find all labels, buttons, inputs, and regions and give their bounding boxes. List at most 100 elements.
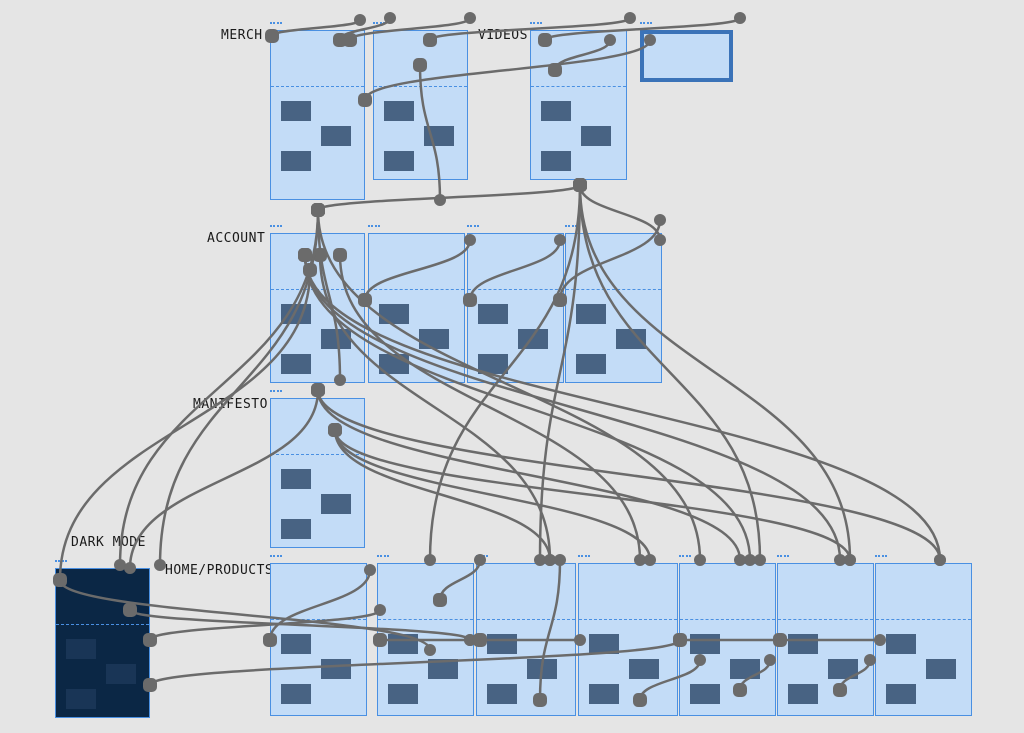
connection-endpoint[interactable] [734,554,746,566]
connection-line[interactable] [418,64,442,201]
connection-line[interactable] [148,608,382,642]
hotspot-origin[interactable] [433,593,447,607]
connection-line[interactable] [578,184,662,241]
screen-frame[interactable] [270,30,365,200]
connection-endpoint[interactable] [874,634,886,646]
hotspot-origin[interactable] [143,633,157,647]
frame-handle[interactable] [679,555,691,560]
connection-line[interactable] [543,16,742,42]
connection-line[interactable] [268,569,372,641]
hotspot-origin[interactable] [833,683,847,697]
connection-endpoint[interactable] [354,14,366,26]
connection-line[interactable] [128,389,320,569]
hotspot-origin[interactable] [673,633,687,647]
connection-endpoint[interactable] [554,234,566,246]
connection-endpoint[interactable] [434,194,446,206]
hotspot-origin[interactable] [548,63,562,77]
connection-endpoint[interactable] [694,654,706,666]
connection-line[interactable] [538,559,562,701]
connection-line[interactable] [578,184,852,561]
hotspot-origin[interactable] [463,293,477,307]
connection-line[interactable] [58,579,432,651]
connection-endpoint[interactable] [644,34,656,46]
frame-handle[interactable] [467,225,479,230]
connection-line[interactable] [333,429,852,561]
connection-line[interactable] [303,254,752,561]
frame-handle[interactable] [578,555,590,560]
hotspot-origin[interactable] [263,633,277,647]
screen-frame[interactable] [565,233,662,383]
hotspot-origin[interactable] [538,33,552,47]
hotspot-origin[interactable] [773,633,787,647]
hotspot-origin[interactable] [358,93,372,107]
screen-frame[interactable] [270,398,365,548]
frame-handle[interactable] [373,22,385,27]
connection-endpoint[interactable] [534,554,546,566]
hotspot-origin[interactable] [298,248,312,262]
connection-endpoint[interactable] [384,12,396,24]
connection-line[interactable] [118,209,320,566]
connection-line[interactable] [128,608,472,642]
connection-endpoint[interactable] [464,12,476,24]
hotspot-origin[interactable] [473,633,487,647]
frame-handle[interactable] [640,22,652,27]
connection-endpoint[interactable] [754,554,766,566]
connection-line[interactable] [316,183,582,212]
connection-endpoint[interactable] [654,214,666,226]
connection-line[interactable] [333,429,552,561]
connection-endpoint[interactable] [544,554,556,566]
screen-frame[interactable] [270,563,367,716]
hotspot-origin[interactable] [533,693,547,707]
hotspot-origin[interactable] [413,58,427,72]
hotspot-origin[interactable] [311,383,325,397]
hotspot-origin[interactable] [143,678,157,692]
connection-endpoint[interactable] [124,562,136,574]
connection-line[interactable] [316,209,342,381]
connection-line[interactable] [303,254,942,561]
connection-line[interactable] [468,239,562,301]
hotspot-origin[interactable] [53,573,67,587]
connection-line[interactable] [316,389,942,561]
connection-endpoint[interactable] [604,34,616,46]
screen-frame[interactable] [875,563,972,716]
connection-line[interactable] [428,16,632,42]
frame-handle[interactable] [270,225,282,230]
connection-endpoint[interactable] [844,554,856,566]
connection-endpoint[interactable] [734,12,746,24]
frame-handle[interactable] [777,555,789,560]
connection-endpoint[interactable] [554,554,566,566]
connection-line[interactable] [318,254,552,561]
hotspot-origin[interactable] [123,603,137,617]
connection-line[interactable] [148,638,682,687]
connection-endpoint[interactable] [374,604,386,616]
hotspot-origin[interactable] [373,633,387,647]
hotspot-origin[interactable] [423,33,437,47]
connection-endpoint[interactable] [574,634,586,646]
hotspot-origin[interactable] [303,263,317,277]
connection-endpoint[interactable] [624,12,636,24]
frame-handle[interactable] [530,22,542,27]
connection-line[interactable] [538,184,582,561]
connection-endpoint[interactable] [424,554,436,566]
frame-handle[interactable] [377,555,389,560]
connection-endpoint[interactable] [474,554,486,566]
connection-endpoint[interactable] [864,654,876,666]
connection-line[interactable] [578,184,762,561]
connection-line[interactable] [553,39,612,71]
frame-handle[interactable] [368,225,380,230]
connection-endpoint[interactable] [654,234,666,246]
connection-line[interactable] [158,209,320,566]
connection-line[interactable] [316,389,742,561]
connection-endpoint[interactable] [644,554,656,566]
connection-endpoint[interactable] [634,554,646,566]
connection-endpoint[interactable] [424,644,436,656]
connection-endpoint[interactable] [744,554,756,566]
frame-handle[interactable] [875,555,887,560]
screen-frame[interactable] [578,563,678,716]
hotspot-origin[interactable] [633,693,647,707]
hotspot-origin[interactable] [311,203,325,217]
hotspot-origin[interactable] [265,29,279,43]
connection-line[interactable] [363,39,652,101]
connection-line[interactable] [333,429,652,561]
connection-line[interactable] [58,269,312,581]
